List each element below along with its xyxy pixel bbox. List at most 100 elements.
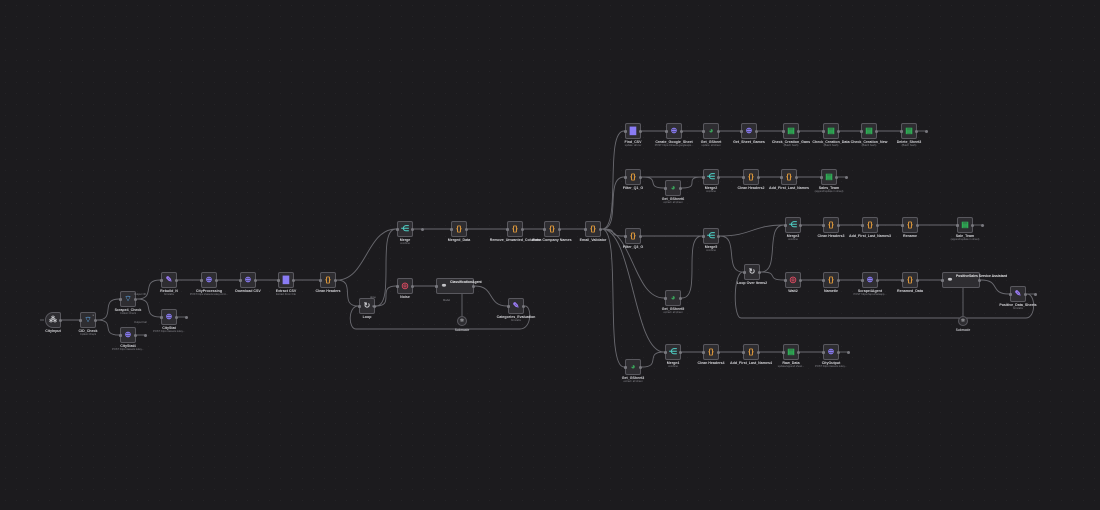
- input-port[interactable]: [584, 228, 587, 231]
- output-port[interactable]: [1024, 293, 1027, 296]
- input-port[interactable]: [664, 351, 667, 354]
- connection-l1-l2[interactable]: [375, 285, 397, 307]
- output-port[interactable]: [175, 316, 178, 319]
- output-port[interactable]: [797, 130, 800, 133]
- output-port[interactable]: [717, 130, 720, 133]
- output-port[interactable]: [215, 279, 218, 282]
- input-port[interactable]: [239, 279, 242, 282]
- input-port[interactable]: [702, 351, 705, 354]
- output-port[interactable]: [916, 224, 919, 227]
- output-port[interactable]: [679, 187, 682, 190]
- node-l2[interactable]: ◎Noise: [396, 278, 414, 299]
- output-port[interactable]: [717, 235, 720, 238]
- output-port[interactable]: [334, 279, 337, 282]
- node-a6[interactable]: ▤Check_Creation_Data(Batch hash): [812, 123, 850, 147]
- input-port[interactable]: [743, 271, 746, 274]
- input-port[interactable]: [396, 285, 399, 288]
- output-port[interactable]: [799, 224, 802, 227]
- end-connector[interactable]: [185, 315, 188, 319]
- input-port[interactable]: [624, 130, 627, 133]
- output-port[interactable]: [795, 176, 798, 179]
- output-port[interactable]: [835, 176, 838, 179]
- output-port[interactable]: [755, 130, 758, 133]
- connection-d3-d2[interactable]: [681, 235, 703, 299]
- connection-e1-e2[interactable]: [760, 271, 785, 281]
- output-port[interactable]: [837, 279, 840, 282]
- output-port[interactable]: [757, 176, 760, 179]
- input-port[interactable]: [956, 224, 959, 227]
- output-port[interactable]: [717, 176, 720, 179]
- input-port[interactable]: [277, 279, 280, 282]
- input-port[interactable]: [119, 334, 122, 337]
- output-port[interactable]: [876, 224, 879, 227]
- output-port[interactable]: [558, 228, 561, 231]
- end-connector[interactable]: [925, 129, 928, 133]
- output-port[interactable]: [797, 351, 800, 354]
- input-port[interactable]: [782, 351, 785, 354]
- input-port[interactable]: [664, 297, 667, 300]
- connection-c2-c3[interactable]: [96, 298, 120, 321]
- node-d1[interactable]: {}Filter_Q3_G: [623, 228, 643, 249]
- end-connector[interactable]: [421, 227, 424, 231]
- connection-e6-e7[interactable]: [980, 279, 1010, 295]
- connection-f1-f2[interactable]: [641, 351, 665, 368]
- node-m3[interactable]: {}Remove_Unwanted_Columns: [490, 221, 540, 242]
- connection-l1-m1[interactable]: [375, 228, 397, 307]
- output-port[interactable]: [837, 351, 840, 354]
- input-port[interactable]: [742, 176, 745, 179]
- connection-c10-m1[interactable]: [336, 228, 397, 281]
- end-connector[interactable]: [847, 350, 850, 354]
- node-m4[interactable]: {}Extra Company Names: [532, 221, 572, 242]
- node-b5[interactable]: {}Add_First_Last_Names: [769, 169, 809, 190]
- input-port[interactable]: [784, 279, 787, 282]
- end-connector[interactable]: [845, 175, 848, 179]
- input-port[interactable]: [450, 228, 453, 231]
- output-port[interactable]: [876, 279, 879, 282]
- node-b4[interactable]: {}Clean Headers2: [738, 169, 764, 190]
- node-d5[interactable]: {}Clean Headers3: [818, 217, 844, 238]
- node-d6[interactable]: {}Add_First_Last_Names3: [849, 217, 891, 238]
- output-port[interactable]: [59, 319, 62, 322]
- input-port[interactable]: [507, 305, 510, 308]
- output-port[interactable]: [639, 366, 642, 369]
- output-port[interactable]: [875, 130, 878, 133]
- input-port[interactable]: [860, 130, 863, 133]
- input-port[interactable]: [79, 319, 82, 322]
- connection-b2-b3[interactable]: [681, 176, 703, 189]
- node-l3[interactable]: ⚭ClassificationAgent: [435, 278, 482, 294]
- output-port[interactable]: [134, 334, 137, 337]
- input-port[interactable]: [435, 285, 438, 288]
- input-port[interactable]: [941, 279, 944, 282]
- input-port[interactable]: [665, 130, 668, 133]
- output-port[interactable]: [599, 228, 602, 231]
- output-port[interactable]: [292, 279, 295, 282]
- node-f3[interactable]: {}Clean Headers4: [698, 344, 724, 365]
- output-port[interactable]: [411, 228, 414, 231]
- input-port[interactable]: [160, 316, 163, 319]
- connection-e1-d4[interactable]: [760, 224, 785, 273]
- output-port[interactable]: [679, 297, 682, 300]
- node-e3[interactable]: {}Nametle: [822, 272, 840, 293]
- output-port[interactable]: [971, 224, 974, 227]
- connection-c3-c6[interactable]: [136, 298, 161, 318]
- output-port[interactable]: [254, 279, 257, 282]
- connection-c3-c5[interactable]: [136, 279, 161, 300]
- node-m5[interactable]: {}Email_Validator: [580, 221, 606, 242]
- node-d8[interactable]: ▤Sale_Team(append/update in sheet): [951, 217, 979, 241]
- output-port[interactable]: [915, 130, 918, 133]
- output-port[interactable]: [522, 305, 525, 308]
